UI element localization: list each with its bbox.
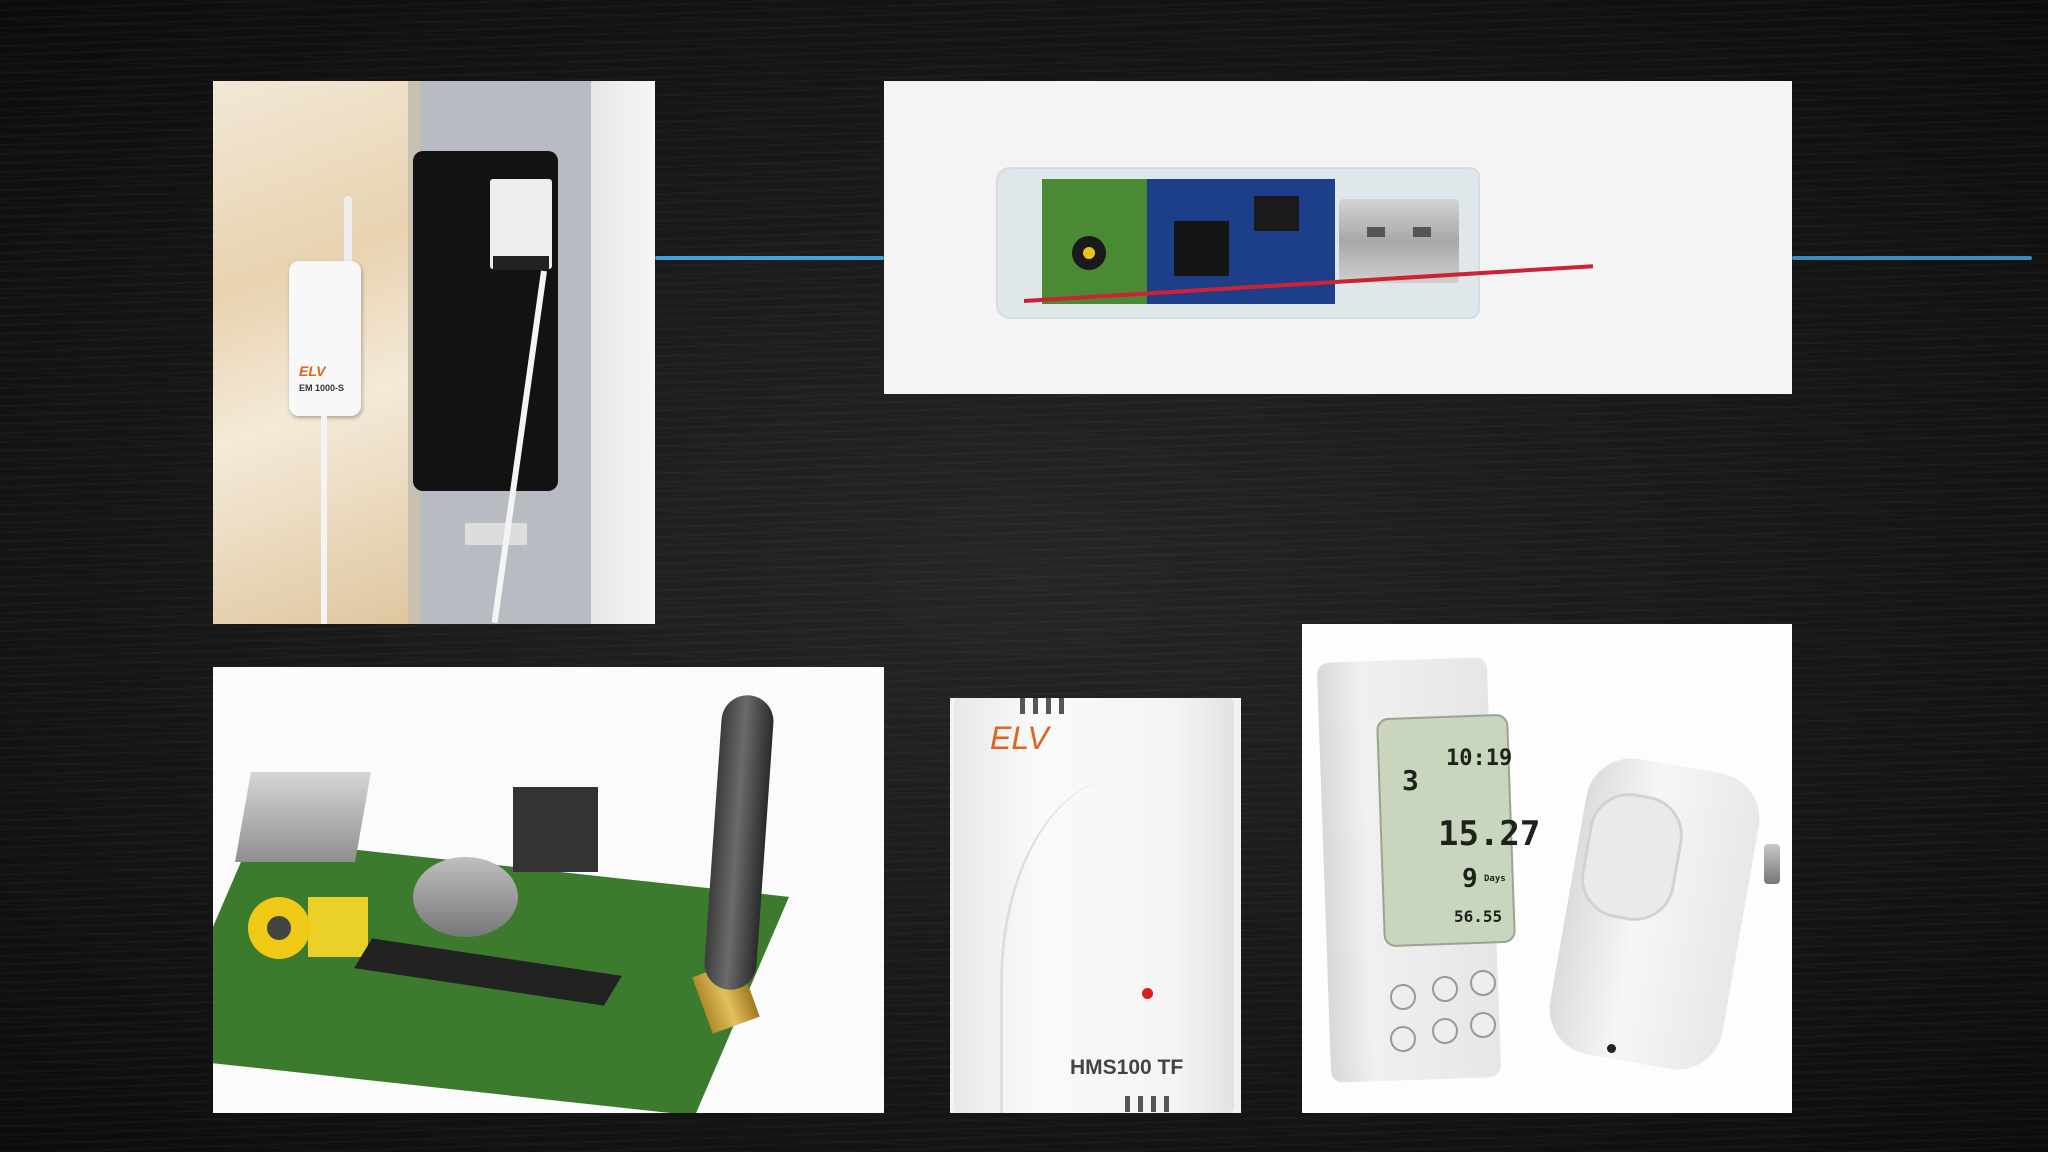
plug-pin xyxy=(1764,844,1780,884)
photo-energy-display-plug: 3 10:19 15.27 9 Days 56.55 xyxy=(1302,624,1792,1113)
usb-chip xyxy=(1254,196,1299,231)
meter-face xyxy=(490,179,552,269)
cabinet-door xyxy=(591,81,655,624)
display-enter-button xyxy=(1470,970,1496,996)
pi-rca-center xyxy=(267,916,291,940)
lcd-main-value: 15.27 xyxy=(1438,814,1541,854)
lcd-mode: 3 xyxy=(1402,764,1419,797)
lcd-time: 10:19 xyxy=(1446,746,1513,771)
usb-contact-hole xyxy=(1413,227,1431,237)
meter-label-plate xyxy=(465,523,527,545)
hms-brand: ELV xyxy=(990,720,1049,756)
photo-hms100-sensor: ELV HMS100 TF xyxy=(950,698,1241,1113)
sensor-antenna xyxy=(344,196,352,266)
connector-wire-left xyxy=(655,256,884,260)
display-down-button xyxy=(1432,1018,1458,1044)
display-button xyxy=(1390,984,1416,1010)
lcd-days: 9 xyxy=(1462,864,1478,894)
photo-raspberry-pi xyxy=(213,667,884,1113)
em-sensor-unit: ELV EM 1000-S xyxy=(289,261,361,416)
pi-ethernet-port xyxy=(235,772,371,862)
display-up-button xyxy=(1432,976,1458,1002)
sensor-model: EM 1000-S xyxy=(299,383,345,393)
meter-counter xyxy=(493,256,549,270)
pi-radio-module xyxy=(513,787,598,872)
hms-vent-top xyxy=(1020,698,1064,714)
display-settings-button xyxy=(1390,1026,1416,1052)
hms-vent-bottom xyxy=(1125,1096,1169,1112)
hms-design-curve xyxy=(1000,778,1203,1113)
hms-status-led xyxy=(1142,988,1153,999)
usb-contact-hole xyxy=(1367,227,1385,237)
pi-coin-cell xyxy=(413,857,518,937)
pi-audio-jack xyxy=(308,897,368,957)
lcd-days-label: Days xyxy=(1484,874,1506,884)
usb-connector xyxy=(1339,199,1459,283)
connector-wire-right xyxy=(1792,256,2032,260)
lcd-sub-value: 56.55 xyxy=(1454,907,1503,926)
usb-microcontroller xyxy=(1174,221,1229,276)
sensor-cable xyxy=(321,416,327,624)
plug-led xyxy=(1607,1044,1616,1053)
photo-energy-meter: ELV EM 1000-S xyxy=(213,81,655,624)
sensor-brand: ELV xyxy=(299,363,326,379)
usb-buzzer-center xyxy=(1083,247,1095,259)
photo-usb-stick xyxy=(884,81,1792,394)
hms-model-label: HMS100 TF xyxy=(1070,1056,1184,1079)
display-power-button xyxy=(1470,1012,1496,1038)
